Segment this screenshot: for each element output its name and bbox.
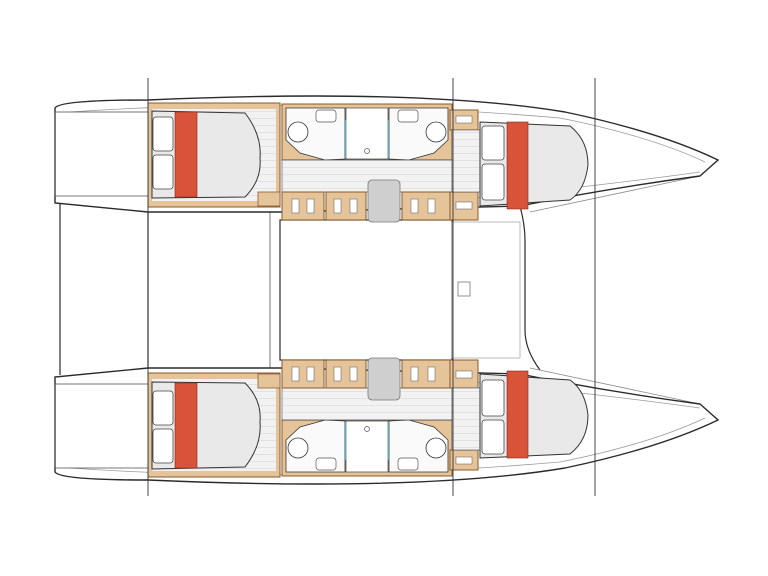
starboard-hull [54,95,719,223]
helm-seat [457,281,471,297]
helm-station [451,221,521,359]
port-hull [54,357,719,485]
trampoline-edge [529,175,701,405]
saloon [279,219,453,361]
